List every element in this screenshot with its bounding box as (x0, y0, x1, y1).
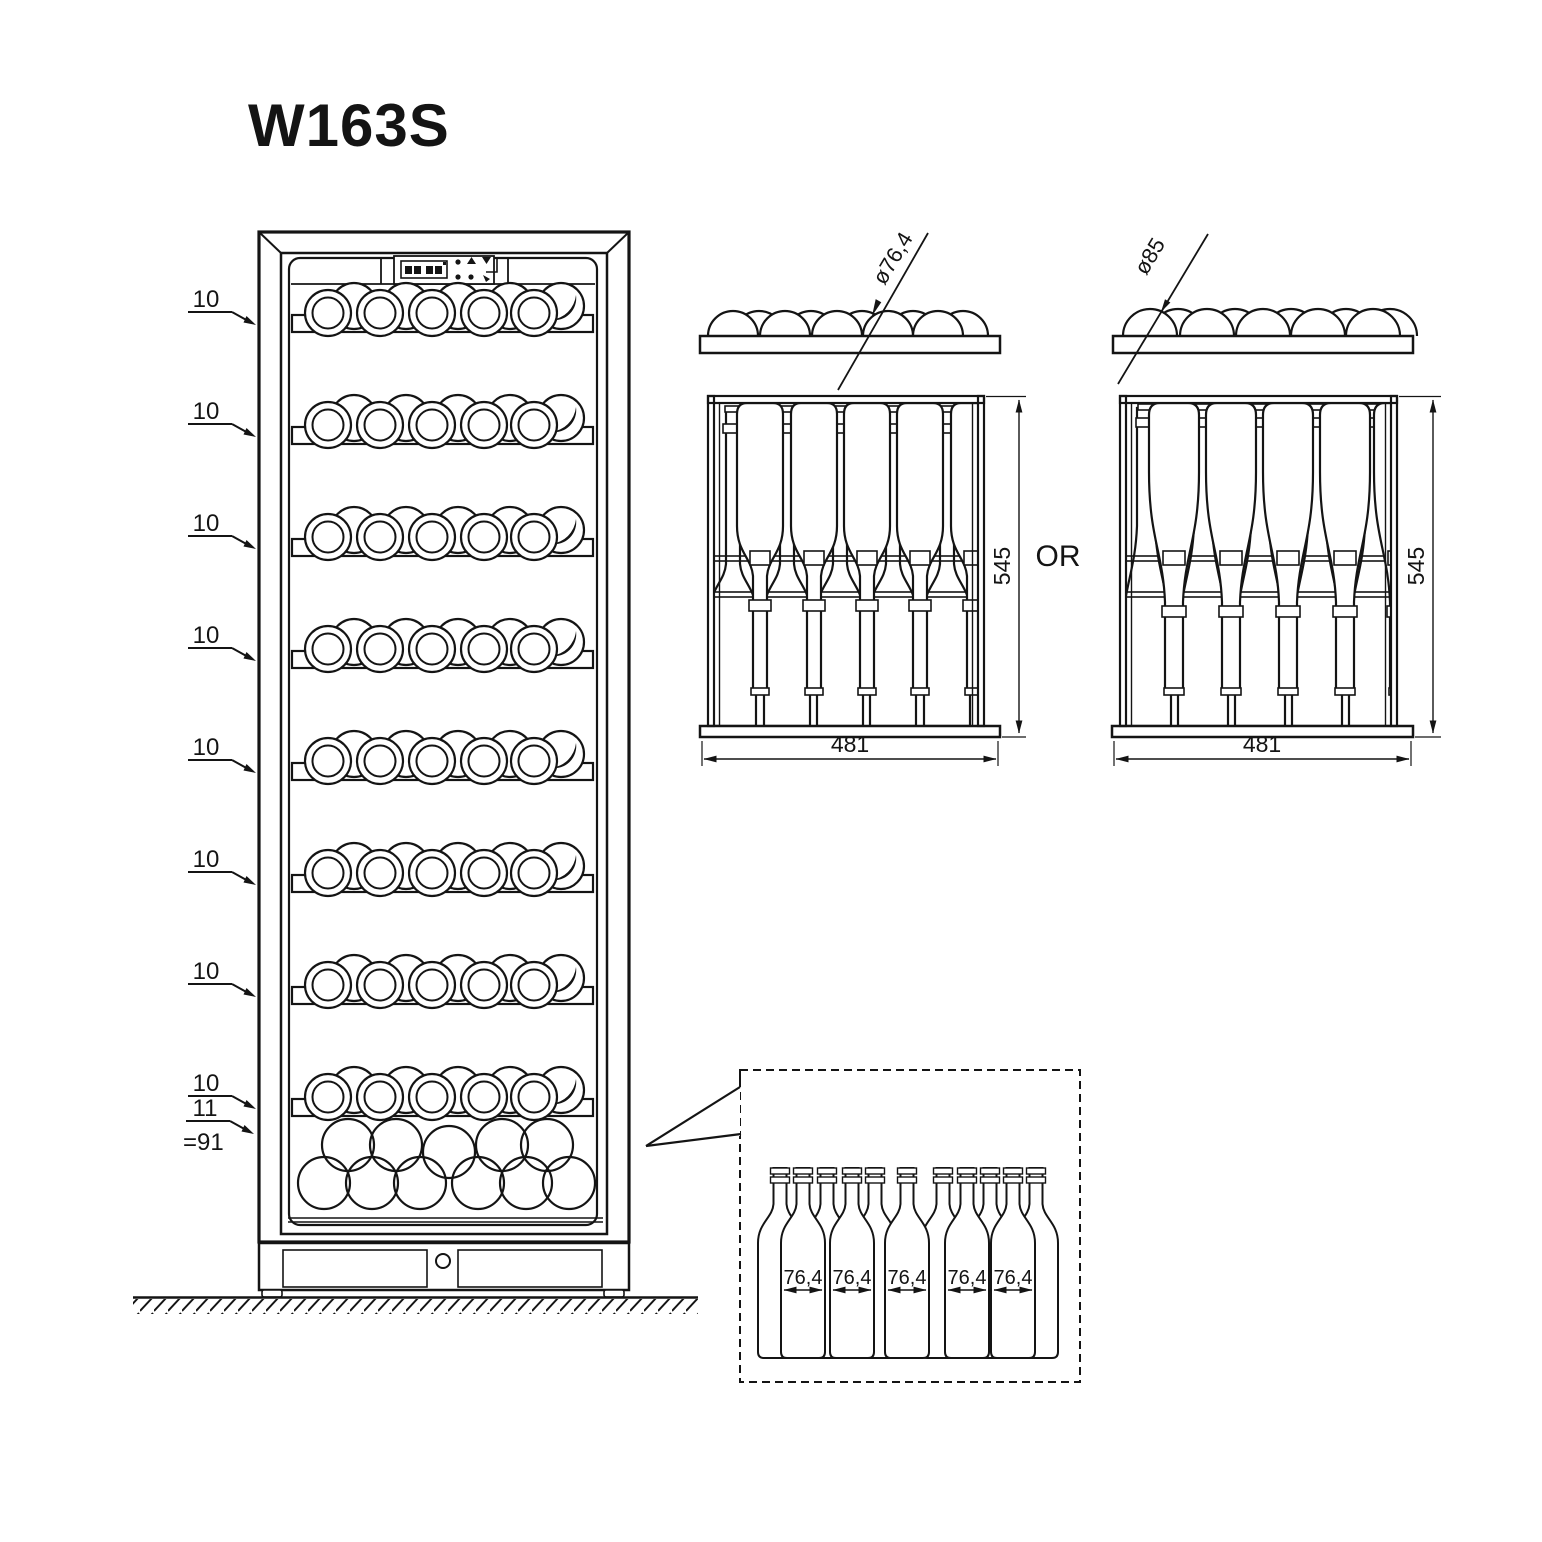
down-arrow-icon (482, 257, 491, 264)
shelf-count-5: 10 (193, 734, 220, 761)
shelf-2 (290, 393, 595, 450)
shelf-count-7: 10 (193, 958, 220, 985)
spacing-dim-5: 76,4 (994, 1267, 1033, 1289)
width-dim-a: 481 (831, 731, 869, 757)
ground-line (133, 1296, 698, 1314)
diameter-callout-a: ø76,4 (837, 228, 929, 391)
control-panel (291, 255, 595, 285)
rack-a-dimensions: 545 481 (701, 395, 1026, 766)
rack-option-b: ø85 545 (1110, 233, 1441, 766)
bracket-icon (486, 259, 498, 273)
rack-b-top-view (1111, 307, 1419, 355)
rack-b-dimensions: 545 481 (1113, 395, 1441, 766)
spacing-dim-3: 76,4 (888, 1267, 927, 1289)
diameter-label-b: ø85 (1129, 233, 1170, 278)
detail-box-border (739, 1069, 1081, 1383)
shelf-count-6: 10 (193, 846, 220, 873)
shelf-count-3: 10 (193, 510, 220, 537)
shelf-count-1: 10 (193, 286, 220, 313)
rack-b-section (1110, 394, 1415, 739)
vent-grille-left (282, 1249, 428, 1288)
bottom-bottle-stack (296, 1117, 597, 1211)
detail-bottles (757, 1167, 1059, 1359)
spacing-dim-4: 76,4 (948, 1267, 987, 1289)
or-separator: OR (1036, 540, 1081, 573)
height-dim-a: 545 (989, 547, 1015, 585)
cabinet-front-view: 10 10 10 10 10 10 10 10 11 =91 (133, 230, 698, 1314)
shelf-count-8: 10 (193, 1070, 220, 1097)
spacing-dim-1: 76,4 (784, 1267, 823, 1289)
rack-option-a: ø76,4 (698, 228, 1026, 766)
foot-right (603, 1289, 625, 1298)
shelf-8 (290, 1065, 595, 1122)
total-count: =91 (183, 1129, 224, 1156)
detail-spacing-dimensions: 76,4 76,4 76,4 76,4 76,4 (783, 1267, 1033, 1294)
bottom-count: 11 (193, 1095, 218, 1122)
shelf-1 (290, 281, 595, 338)
power-button-icon (468, 274, 474, 280)
shelf-3 (290, 505, 595, 562)
diameter-callout-b: ø85 (1117, 233, 1209, 385)
spacing-dim-2: 76,4 (833, 1267, 872, 1289)
width-dim-b: 481 (1243, 731, 1281, 757)
model-title: W163S (248, 92, 450, 159)
light-button-icon (455, 259, 461, 265)
foot-left (261, 1289, 283, 1298)
shelf-count-2: 10 (193, 398, 220, 425)
detail-callout: 76,4 76,4 76,4 76,4 76,4 (645, 1069, 1081, 1383)
up-arrow-icon (467, 257, 476, 264)
rack-a-section (698, 394, 1002, 739)
diameter-label-a: ø76,4 (867, 228, 917, 289)
rack-a-top-view (698, 309, 1002, 355)
plinth (257, 1241, 631, 1298)
shelf-count-labels: 10 10 10 10 10 10 10 10 11 =91 (183, 286, 257, 1156)
shelf-4 (290, 617, 595, 674)
shelf-5 (290, 729, 595, 786)
shelf-count-4: 10 (193, 622, 220, 649)
height-dim-b: 545 (1403, 547, 1429, 585)
vent-grille-right (457, 1249, 603, 1288)
shelf-7 (290, 953, 595, 1010)
shelf-6 (290, 841, 595, 898)
screw-icon (435, 1253, 451, 1269)
